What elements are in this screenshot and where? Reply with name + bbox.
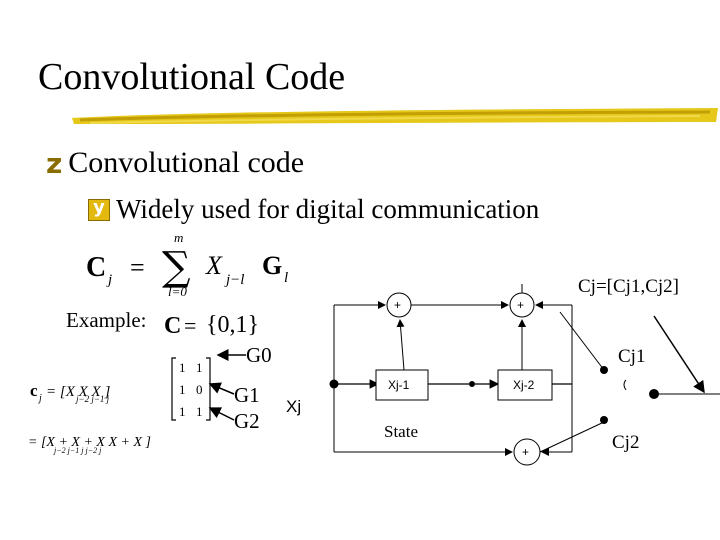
formula-sum-upper: m [174, 230, 183, 245]
matrix-row2-subs: j−2 j−1 j j−2 j [53, 446, 102, 455]
tap-line [396, 319, 405, 371]
example-label: Example: [66, 308, 147, 332]
formula-g: G [262, 251, 282, 280]
switch-tick [623, 379, 627, 391]
matrix-cell: 1 [196, 360, 203, 375]
matrix-row1-subs: j−2 j−1 j [75, 394, 110, 404]
bullet-level1-text: Convolutional code [68, 146, 305, 179]
example-equals: = [184, 313, 196, 338]
matrix-c-sub: j [37, 393, 42, 404]
bullet-level2-text: Widely used for digital communication [116, 194, 540, 224]
matrix-left-bracket [171, 357, 176, 421]
matrix-c: c [30, 381, 38, 400]
g2-label: G2 [234, 409, 260, 433]
formula-equals: = [130, 253, 145, 282]
y-bullet-icon: y [88, 197, 110, 221]
g0-label: G0 [246, 343, 272, 367]
adder-plus: + [517, 298, 524, 312]
register-xj-1 [375, 369, 429, 401]
register2-label: Xj-2 [513, 378, 535, 392]
matrix-cell: 1 [179, 360, 186, 375]
commutator-switch-arrow [653, 315, 705, 394]
convolution-sum-formula: C j = m ∑ l=0 X j−l G l [86, 230, 288, 299]
z-bullet-icon: z [46, 146, 63, 180]
example-c: C [164, 313, 181, 339]
output2-label: Cj2 [612, 432, 639, 453]
bullet-level2: y Widely used for digital communication [88, 194, 539, 225]
g1-label: G1 [234, 383, 260, 407]
slide-title: Convolutional Code [38, 56, 346, 98]
state-label: State [384, 422, 418, 441]
matrix-cell: 1 [196, 404, 203, 419]
example-set: {0,1} [206, 312, 259, 338]
sigma-icon: ∑ [162, 244, 191, 290]
matrix-row1: = [X X X ] [46, 384, 110, 400]
output1-label: Cj1 [618, 346, 645, 367]
formula-c-sub: j [106, 272, 112, 288]
matrix-cell: 1 [179, 382, 186, 397]
tap-node [469, 381, 475, 387]
input-label: Xj [286, 397, 301, 416]
g1-arrow [208, 382, 235, 395]
output-vector-label: Cj=[Cj1,Cj2] [578, 276, 679, 297]
formula-sum-lower: l=0 [168, 284, 187, 299]
matrix-cell: 0 [196, 382, 203, 397]
formula-x-sub: j−l [224, 272, 244, 288]
register1-label: Xj-1 [388, 378, 410, 392]
output1-contact [600, 366, 608, 374]
matrix-row2: = [X + X + X X + X ] [28, 435, 151, 450]
output2-line [539, 421, 605, 453]
matrix-cell: 1 [179, 404, 186, 419]
formula-c: C [86, 252, 106, 283]
register-xj-2 [497, 369, 553, 401]
adder-plus: + [522, 445, 529, 459]
formula-g-sub: l [284, 270, 288, 286]
g2-arrow [208, 407, 235, 421]
bullet-level1: z Convolutional code [46, 146, 304, 180]
formula-x: X [205, 251, 223, 280]
generator-matrix-equation: c j = [X X X ] j−2 j−1 j 1 1 1 1 0 1 = [… [28, 357, 211, 455]
adder-plus: + [394, 298, 401, 312]
example-alphabet: C = {0,1} [164, 312, 259, 339]
output2-contact [600, 416, 608, 424]
title-underline-brush [72, 108, 718, 124]
output1-line [559, 311, 605, 371]
